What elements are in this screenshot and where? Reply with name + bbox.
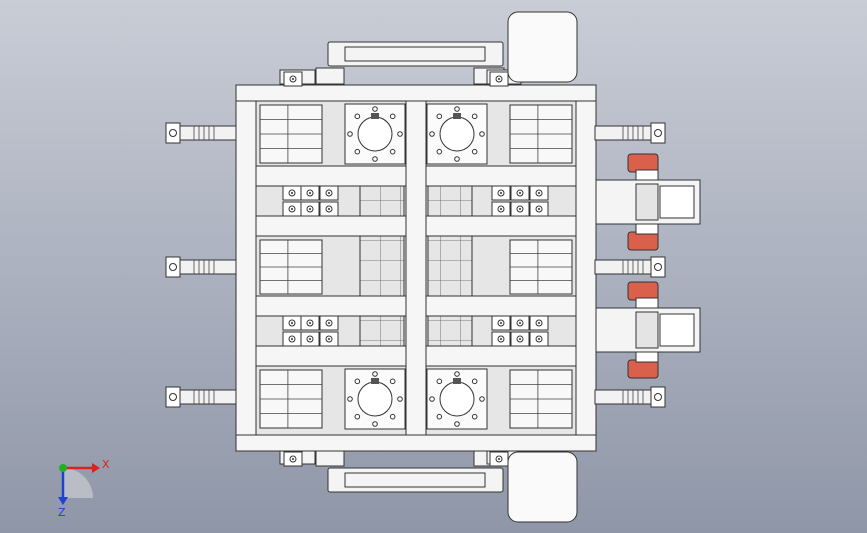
bolt-hole (389, 413, 396, 420)
coordinate-triad: X Z (58, 458, 110, 519)
gripper-roller (635, 311, 659, 349)
bolt-hole (372, 106, 378, 112)
clamp-rows (259, 71, 573, 467)
bolt-hole (454, 371, 460, 377)
key-notch (371, 378, 379, 384)
grid-panels (359, 185, 473, 347)
bottom-wheel (507, 451, 578, 523)
gripper-pad-top (627, 153, 659, 173)
bolt-hole (471, 413, 478, 420)
bolt-hole (436, 413, 443, 420)
bolt-hole (354, 413, 361, 420)
gripper-jaw (659, 313, 695, 347)
x-axis-label: X (102, 458, 110, 471)
bolt-hole (471, 378, 478, 385)
bolt-hole (389, 378, 396, 385)
bolt-hole (347, 396, 353, 402)
bolt-hole (436, 378, 443, 385)
bolt-hole (372, 156, 378, 162)
right-grippers (595, 153, 701, 379)
bolt-hole (471, 113, 478, 120)
bolt-hole (389, 113, 396, 120)
bolt-hole (479, 131, 485, 137)
bolt-hole (436, 113, 443, 120)
bolt-hole (429, 131, 435, 137)
top-wheel (507, 11, 578, 83)
y-axis-dot (59, 464, 67, 472)
bolt-hole (397, 396, 403, 402)
side-actuators (165, 122, 666, 408)
bolt-hole (479, 396, 485, 402)
bolt-hole (372, 371, 378, 377)
key-notch (453, 378, 461, 384)
gripper-roller (635, 183, 659, 221)
bolt-hole (454, 156, 460, 162)
key-notch (453, 113, 461, 119)
bolt-hole (347, 131, 353, 137)
bolt-hole (397, 131, 403, 137)
bolt-hole (354, 148, 361, 155)
bolt-hole (354, 378, 361, 385)
bore-circle (357, 381, 393, 417)
bottom-crossbar (279, 449, 522, 493)
bolt-hole (454, 106, 460, 112)
bolt-hole (471, 148, 478, 155)
bolt-hole (389, 148, 396, 155)
gripper-pad-bottom (627, 231, 659, 251)
bolt-hole (372, 421, 378, 427)
key-notch (371, 113, 379, 119)
z-axis-label: Z (58, 506, 66, 519)
bore-circle (439, 116, 475, 152)
bolt-circles (347, 106, 485, 427)
top-crossbar (279, 41, 522, 85)
bolt-hole (436, 148, 443, 155)
bolt-hole (429, 396, 435, 402)
gripper-pad-bottom (627, 359, 659, 379)
bolt-hole (454, 421, 460, 427)
gripper-jaw (659, 185, 695, 219)
bore-circle (357, 116, 393, 152)
bolt-hole (354, 113, 361, 120)
gripper-pad-top (627, 281, 659, 301)
bore-circle (439, 381, 475, 417)
